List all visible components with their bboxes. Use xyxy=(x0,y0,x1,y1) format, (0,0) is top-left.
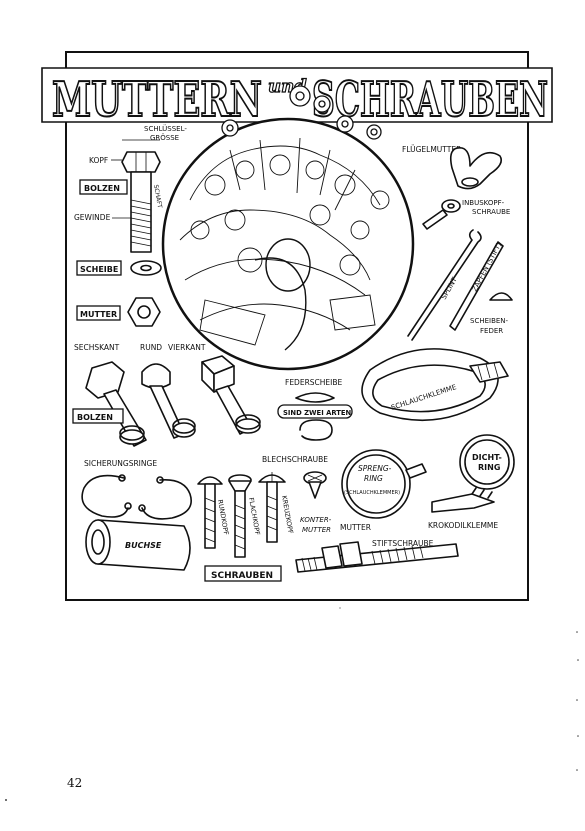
label-sprengring-3: (SCHLAUCHKLEMMER) xyxy=(344,490,400,496)
spring-washer-2-drawing xyxy=(299,419,333,441)
key-drawing xyxy=(489,292,513,301)
label-box-mutter: MUTTER xyxy=(76,305,121,321)
label-kopf: KOPF xyxy=(89,156,108,165)
split-pin-drawing xyxy=(407,229,482,341)
label-kontermutter-1: KONTER- xyxy=(300,516,332,524)
label-schrauben: SCHRAUBEN xyxy=(211,571,273,581)
label-bolzen-bottom: BOLZEN xyxy=(77,413,113,422)
label-blechschraube: BLECHSCHRAUBE xyxy=(262,455,328,464)
label-scheibe: SCHEIBE xyxy=(80,265,118,274)
label-gewinde: GEWINDE xyxy=(74,213,111,222)
spring-washer-1-drawing xyxy=(295,392,335,403)
bushing-drawing xyxy=(85,519,191,571)
label-box-bolzen-bottom: BOLZEN xyxy=(72,408,124,424)
label-inbuskopf-1: INBUSKOPF- xyxy=(462,199,505,207)
label-scheibenfeder-2: FEDER xyxy=(480,327,503,335)
label-vierkant: VIERKANT xyxy=(168,343,206,352)
label-stiftschraube: STIFTSCHRAUBE xyxy=(372,539,434,548)
label-box-bolzen-top: BOLZEN xyxy=(79,179,128,195)
label-sprengring-2: RING xyxy=(364,474,383,483)
round-head-screw-drawing xyxy=(197,476,223,549)
square-bolt-drawing xyxy=(201,355,261,435)
sealing-ring-drawing xyxy=(459,434,515,490)
pin-drawing xyxy=(449,241,504,331)
label-sicherungsringe: SICHERUNGSRINGE xyxy=(84,459,157,468)
page-number: 42 xyxy=(67,776,83,790)
label-schaft: SCHAFT xyxy=(152,184,163,209)
label-fluegelmutter: FLÜGELMUTTER xyxy=(402,145,461,154)
label-schluessel: SCHLÜSSEL- xyxy=(144,124,187,133)
label-box-scheibe: SCHEIBE xyxy=(76,260,122,276)
hex-bolt-anatomy xyxy=(111,139,161,253)
hose-clamp-drawing xyxy=(361,348,509,422)
label-box-sindzweiarten: SIND ZWEI ARTEN xyxy=(277,404,353,419)
allen-screw-drawing xyxy=(422,199,461,230)
hex-nut-drawing xyxy=(127,297,161,327)
circlip-1-drawing xyxy=(81,474,132,518)
label-rund: RUND xyxy=(140,343,162,352)
title-muttern: MUTTERN xyxy=(52,72,262,128)
label-dichtring-2: RING xyxy=(478,463,500,472)
label-federscheibe: FEDERSCHEIBE xyxy=(285,378,343,387)
label-buchse: BUCHSE xyxy=(125,541,162,550)
label-groesse: GRÖSSE xyxy=(150,133,179,142)
label-sindzweiarten: SIND ZWEI ARTEN xyxy=(283,409,352,417)
snap-ring-drawing xyxy=(341,449,427,519)
label-scheibenfeder-1: SCHEIBEN- xyxy=(470,317,509,325)
label-sechskant: SECHSKANT xyxy=(74,343,120,352)
round-bolt-drawing xyxy=(141,363,196,439)
flat-head-screw-drawing xyxy=(228,474,252,558)
stud-bolt-drawing xyxy=(295,541,459,573)
label-bolzen-top: BOLZEN xyxy=(84,184,120,193)
circlip-2-drawing xyxy=(138,476,192,520)
cross-head-screw-drawing xyxy=(258,472,286,543)
workshop-crowd-scene xyxy=(161,85,415,371)
label-kontermutter-2: MUTTER xyxy=(302,526,331,534)
label-box-schrauben: SCHRAUBEN xyxy=(204,565,282,582)
margin-specks xyxy=(5,607,579,801)
label-sprengring-1: SPRENG- xyxy=(358,464,392,473)
label-inbuskopf-2: SCHRAUBE xyxy=(472,208,510,216)
hex-bolt-drawing xyxy=(85,361,147,447)
label-mutter: MUTTER xyxy=(80,310,117,319)
washer-drawing xyxy=(130,260,162,276)
sheet-metal-screw-drawing xyxy=(303,471,327,499)
label-mutter2: MUTTER xyxy=(340,523,371,532)
label-krokodilklemme: KROKODILKLEMME xyxy=(428,521,498,530)
wing-nut-drawing xyxy=(449,147,503,190)
crocodile-clip-drawing xyxy=(431,487,495,513)
label-dichtring-1: DICHT- xyxy=(472,453,502,462)
